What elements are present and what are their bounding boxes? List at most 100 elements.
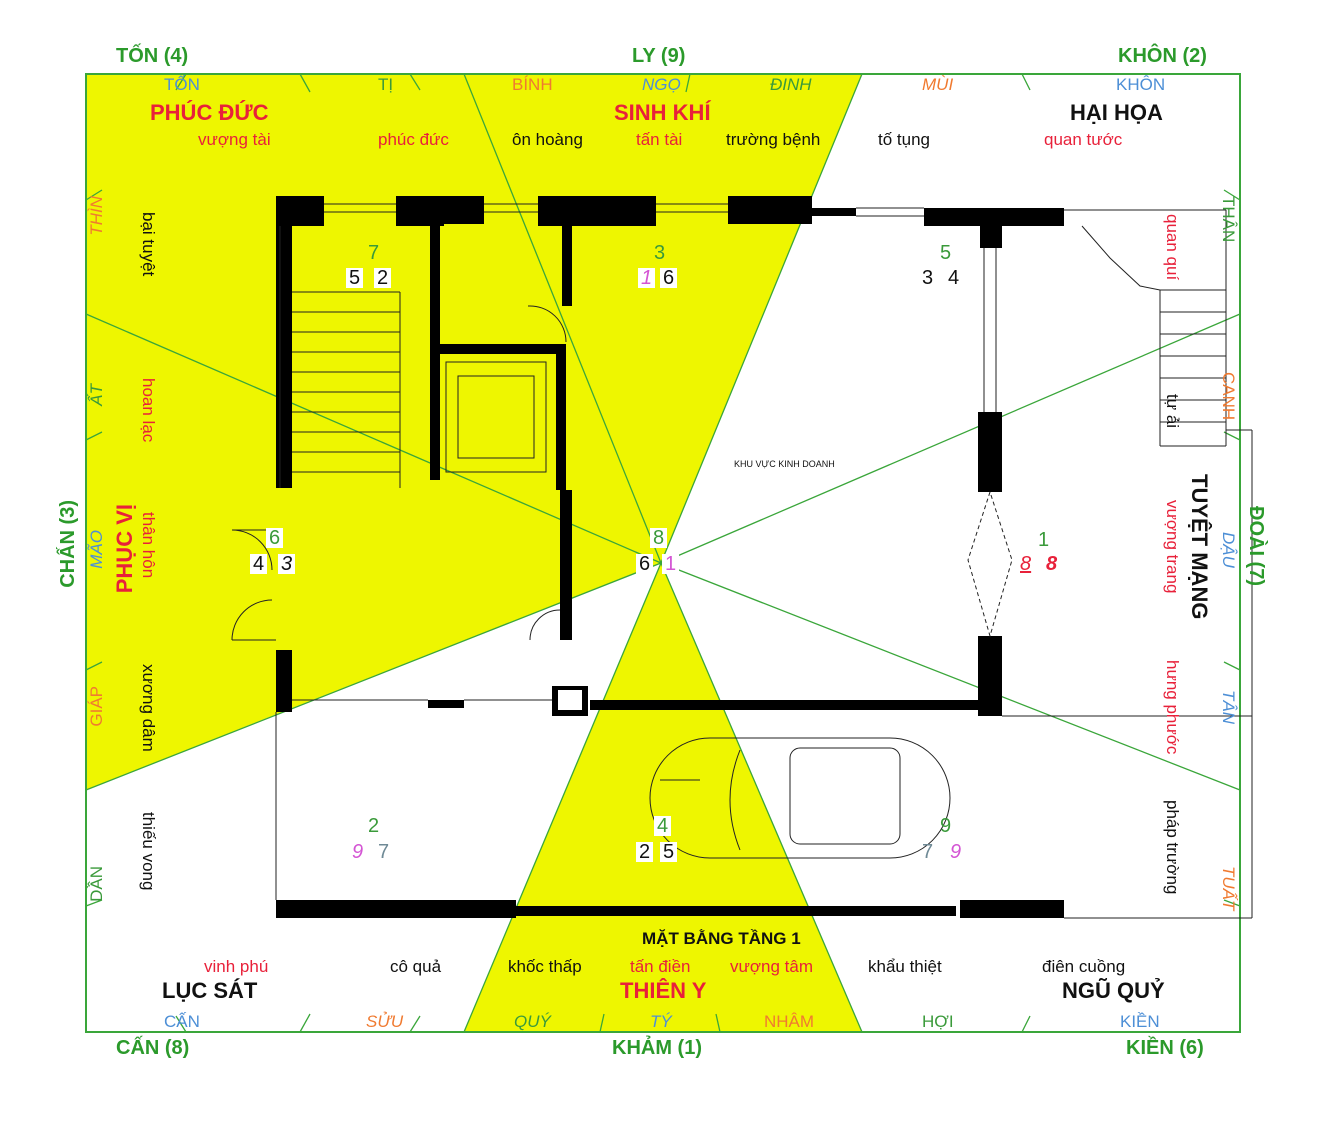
mountain-canh: CANH [1219,372,1238,421]
walls [276,196,1064,918]
fs-w-mountain: 4 [250,554,268,574]
plan-lines [231,203,1253,919]
sector-lines [85,73,1241,1033]
fs-w-water: 3 [278,554,296,574]
fs-se-mountain: 7 [922,841,934,863]
fs-sw-base: 2 [368,815,380,837]
minor-vuong-trang: vượng trang [1163,500,1182,594]
mountain-thin: THÌN [87,196,106,236]
star-thien-y: THIÊN Y [620,978,707,1003]
minor-to-tung: tố tụng [878,130,930,149]
mountain-mao: MÃO [87,530,106,569]
column-hole [558,690,582,710]
fs-sw-mountain: 9 [352,841,364,863]
mountain-ti: TỊ [378,75,394,94]
mountain-mui: MÙI [922,75,954,94]
star-luc-sat: LỤC SÁT [162,978,258,1003]
mountain-dau: DẬU [1219,532,1238,568]
gua-can: CẤN (8) [116,1037,190,1059]
mountain-khon: KHÔN [1116,75,1166,94]
mountain-ngo: NGỌ [642,75,681,94]
fs-w-base: 6 [266,528,284,548]
fs-n-mountain: 1 [638,268,656,288]
minor-quan-qui: quan quí [1163,214,1182,281]
star-tuyet-mang: TUYỆT MẠNG [1187,474,1212,620]
fs-n-base: 3 [654,242,666,264]
bagua-frame [85,73,1241,1033]
minor-co-qua: cô quả [390,957,442,976]
minor-thieu-vong: thiếu vong [139,812,158,891]
gua-khon: KHÔN (2) [1118,45,1207,67]
minor-khoc-thap: khốc thấp [508,957,582,976]
gua-doai: ĐOÀI (7) [1245,506,1267,586]
mountain-binh: BÍNH [512,75,553,94]
mountain-than: THÂN [1219,196,1238,243]
fs-center-base: 8 [650,528,668,548]
fs-ne-base: 5 [940,242,952,264]
fs-se-base: 9 [940,815,952,837]
business-area-label: KHU VỰC KINH DOANH [734,459,835,469]
mountain-hoi: HỢI [922,1012,954,1031]
mountain-kien: KIỀN [1120,1012,1160,1031]
fs-center-water: 1 [662,554,680,574]
mountain-suu: SỬU [366,1012,404,1031]
minor-vinh-phu: vinh phú [204,957,269,976]
fs-center-mountain: 6 [636,554,654,574]
mountain-ton: TỐN [164,75,200,94]
minor-truong-benh: trường bệnh [726,130,821,149]
mountain-quy: QUÝ [514,1012,551,1031]
minor-than-hon: thân hôn [139,512,158,579]
fs-e-mountain: 8 [1020,553,1032,575]
mountain-nham: NHÂM [764,1012,815,1031]
star-phuc-duc: PHÚC ĐỨC [150,100,269,125]
star-phuc-vi: PHỤC VỊ [112,504,137,594]
fs-sw-water: 7 [378,841,390,863]
gua-chan: CHẤN (3) [57,500,79,588]
star-sinh-khi: SINH KHÍ [614,100,711,125]
minor-tan-dien: tấn điền [630,957,691,976]
fs-se-water: 9 [950,841,962,863]
minor-vuong-tam: vượng tâm [730,957,813,976]
minor-xuong-dam: xương dâm [139,664,158,752]
gua-kham: KHẢM (1) [612,1037,702,1059]
fs-s-water: 5 [660,842,678,862]
minor-on-hoang: ôn hoàng [512,130,583,149]
gua-ton: TỐN (4) [116,45,189,67]
gua-kien: KIỀN (6) [1126,1037,1204,1059]
mountain-can: CẤN [164,1012,200,1031]
fs-e-water: 8 [1046,553,1058,575]
fs-s-mountain: 2 [636,842,654,862]
star-ngu-quy: NGŨ QUỶ [1062,978,1165,1003]
minor-phuc-duc: phúc đức [378,130,449,149]
fs-ne-water: 4 [948,267,960,289]
minor-tan-tai: tấn tài [636,130,683,149]
mountain-tan: TÂN [1219,690,1238,724]
fs-e-base: 1 [1038,529,1050,551]
minor-bai-tuyet: bại tuyệt [139,212,158,277]
plan-title: MẶT BẰNG TẦNG 1 [642,929,801,948]
fs-nw-mountain: 5 [346,268,364,288]
minor-phap-truong: pháp trường [1163,800,1182,895]
star-hai-hoa: HẠI HỌA [1070,100,1163,125]
gua-ly: LY (9) [632,45,686,67]
mountain-dinh: ĐINH [770,75,812,94]
fs-nw-water: 2 [374,268,392,288]
fs-n-water: 6 [660,268,678,288]
minor-dien-cuong: điên cuồng [1042,957,1126,976]
fs-s-base: 4 [654,816,672,836]
minor-vuong-tai: vượng tài [198,130,271,149]
fs-nw-base: 7 [368,242,380,264]
fs-ne-mountain: 3 [922,267,934,289]
mountain-dan: DẦN [87,866,106,902]
mountain-at: ẤT [87,384,106,406]
mountain-ty: TÝ [650,1012,672,1031]
minor-hung-phuoc: hưng phước [1163,660,1182,755]
mountain-giap: GIÁP [87,686,106,727]
minor-khau-thiet: khẩu thiệt [868,957,942,976]
minor-tu-ai: tự ải [1163,394,1182,429]
minor-quan-tuoc: quan tước [1044,130,1123,149]
mountain-tuat: TUẤT [1219,866,1238,911]
minor-hoan-lac: hoan lạc [139,378,158,443]
frame-ticks [85,73,1241,1033]
